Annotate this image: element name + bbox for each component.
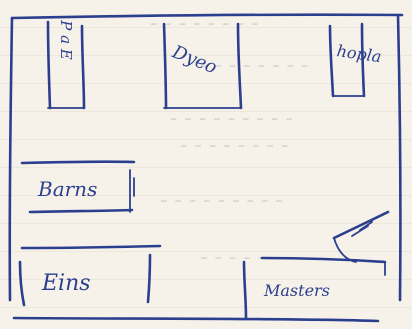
room-left-top-label: P a E [57, 19, 75, 60]
room-middle-left-label: Barns [37, 177, 97, 201]
room-bottom-right-label: Masters [263, 281, 330, 300]
room-mid-top: Dyeo [162, 22, 243, 110]
room-bottom-left: Eins [18, 244, 162, 307]
svg-text:- - - - - - - -: - - - - - - - - [180, 133, 288, 158]
door-leaf [332, 210, 390, 240]
room-middle-left: Barns [20, 160, 136, 214]
room-right-top-label: hopla [336, 41, 383, 66]
svg-text:- - - - - - - - -: - - - - - - - - - [160, 188, 283, 213]
svg-text:- - - - - - - -: - - - - - - - - [200, 53, 308, 78]
room-left-top: P a E [46, 19, 86, 110]
outer-walls [8, 13, 404, 323]
room-bottom-left-label: Eins [41, 271, 91, 296]
room-right-top: hopla [328, 22, 383, 98]
room-bottom-right: Masters [242, 210, 390, 320]
svg-text:- - - - - - - - -: - - - - - - - - - [170, 106, 293, 131]
door-swing-arc [333, 237, 357, 263]
room-mid-top-label: Dyeo [168, 41, 220, 78]
